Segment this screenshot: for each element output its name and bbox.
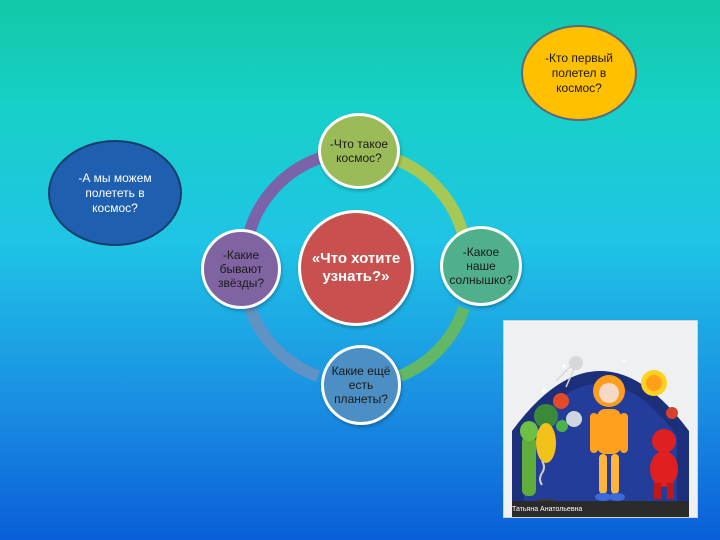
question-bubble-left: -А мы можем полететь в космос? [48, 140, 182, 246]
question-bubble-right: -Кто первый полетел в космос? [521, 25, 637, 121]
center-node: «Что хотите узнать?» [298, 210, 414, 326]
node-left-label: -Какие бывают звёзды? [217, 248, 265, 290]
node-left: -Какие бывают звёзды? [201, 229, 281, 309]
node-right-label: -Какое наше солнышко? [449, 245, 513, 287]
center-node-label: «Что хотите узнать?» [311, 250, 401, 285]
node-top: -Что такое космос? [318, 113, 400, 189]
node-bottom-label: Какие ещё есть планеты? [331, 364, 391, 406]
question-bubble-left-label: -А мы можем полететь в космос? [78, 170, 152, 215]
ring-arc-top-left [242, 152, 323, 240]
ring-arc-bottom-left [244, 305, 321, 382]
node-right: -Какое наше солнышко? [440, 226, 522, 306]
space-diorama-illustration [512, 356, 689, 517]
question-bubble-right-label: -Кто первый полетел в космос? [545, 50, 613, 95]
node-top-label: -Что такое космос? [329, 137, 389, 165]
photo-caption: Татьяна Анатольевна [512, 506, 583, 513]
ring-arc-bottom-right [397, 305, 470, 382]
node-bottom: Какие ещё есть планеты? [321, 345, 401, 425]
space-craft-photo: Татьяна Анатольевна [503, 320, 698, 518]
ring-arc-top-right [389, 152, 470, 240]
